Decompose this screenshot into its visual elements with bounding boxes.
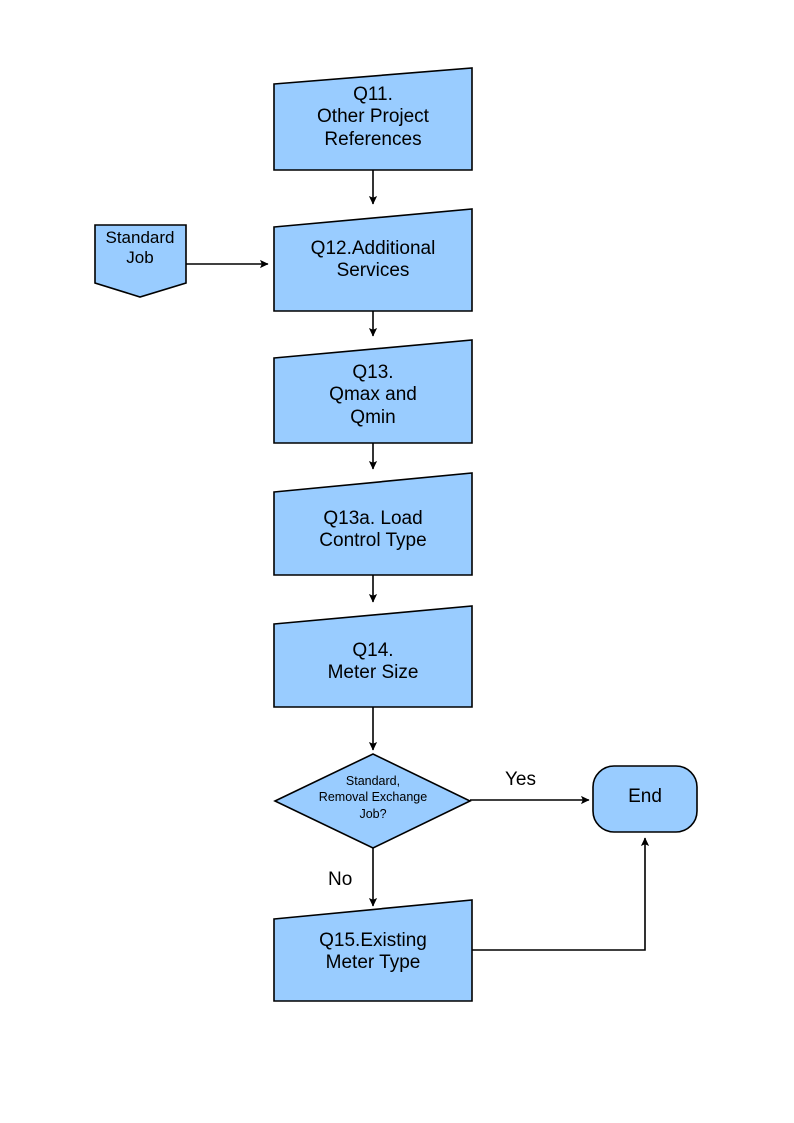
node-shape-q11[interactable] <box>273 67 473 171</box>
node-shape-q15[interactable] <box>273 899 473 1002</box>
node-shape-standard-job[interactable] <box>94 224 187 298</box>
node-shape-end[interactable] <box>592 765 698 833</box>
node-shape-decision[interactable] <box>273 753 472 849</box>
edge-q15-to-end <box>472 837 650 951</box>
node-shape-q12[interactable] <box>273 208 473 312</box>
node-shape-q13[interactable] <box>273 339 473 444</box>
edge-label-yes: Yes <box>505 769 536 790</box>
node-shape-q13a[interactable] <box>273 472 473 576</box>
node-shape-q14[interactable] <box>273 605 473 708</box>
edge-label-no: No <box>328 869 353 890</box>
